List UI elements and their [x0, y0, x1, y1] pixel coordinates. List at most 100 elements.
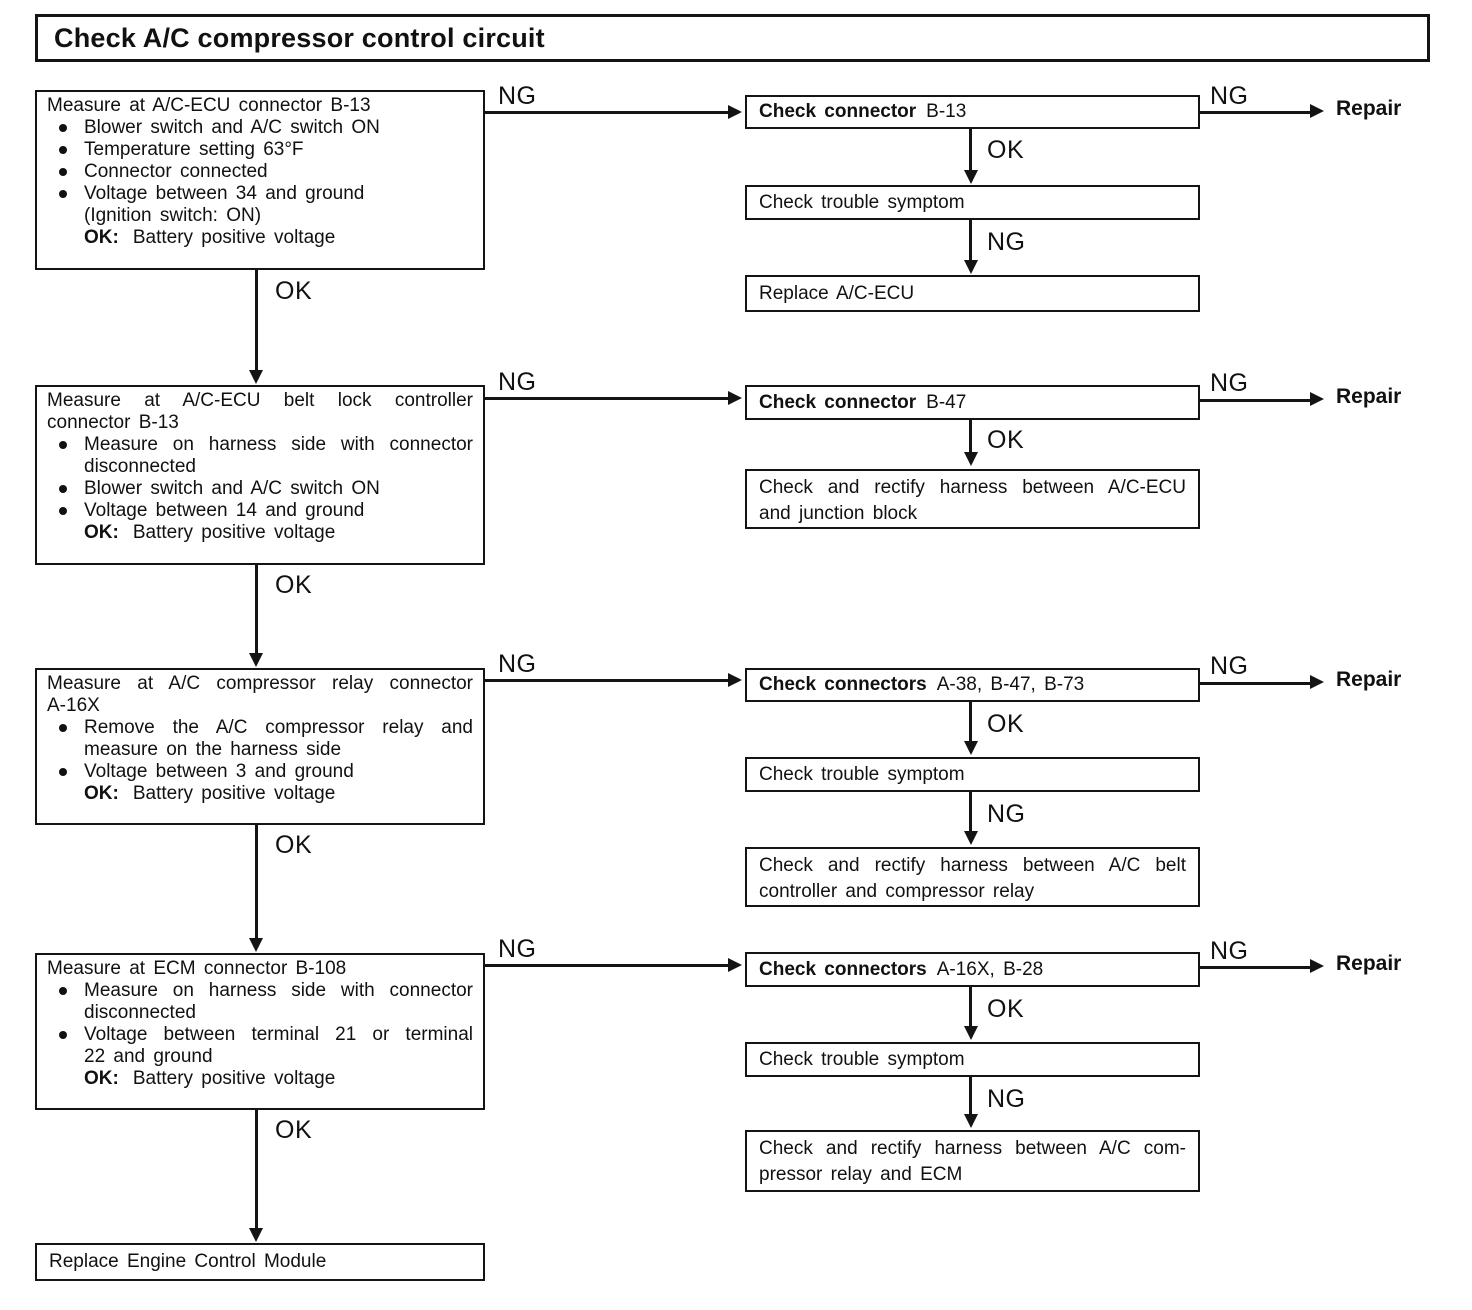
result-text: pressor relay and ECM — [759, 1164, 963, 1185]
replace-ac-ecu-box: Replace A/C-ECU — [745, 275, 1200, 312]
ng-line — [1200, 966, 1310, 969]
rectify-harness-box-4: Check and rectify harness between A/C co… — [745, 1130, 1200, 1192]
ng-line — [1200, 399, 1310, 402]
check-connector-bold: Check connectors — [759, 958, 927, 980]
bullet-text: Voltage between terminal 21 or terminal — [84, 1024, 473, 1045]
check-connector-box-2: Check connector B-47 — [745, 385, 1200, 420]
bullet-text: Voltage between 3 and ground — [84, 761, 354, 782]
bullet-text-cont: disconnected — [84, 1002, 196, 1023]
check-connector-box-4: Check connectors A-16X, B-28 — [745, 952, 1200, 987]
measure-heading: Measure at ECM connector B-108 — [47, 958, 347, 979]
bullet-text: Voltage between 34 and ground — [84, 183, 365, 204]
ng-line — [485, 964, 728, 967]
measure-heading: Measure at A/C compressor relay connecto… — [47, 673, 473, 694]
bullet-icon — [59, 768, 67, 776]
bullet-icon — [59, 124, 67, 132]
measure-heading: A-16X — [47, 695, 100, 716]
bullet-item: Blower switch and A/C switch ON — [47, 117, 473, 139]
bullet-text: Blower switch and A/C switch ON — [84, 117, 380, 138]
ok-label: OK — [275, 1116, 313, 1144]
ok-label: OK — [987, 710, 1025, 738]
ng-label: NG — [1210, 652, 1249, 680]
arrowhead-right-icon — [728, 673, 742, 687]
ng-label: NG — [498, 935, 537, 963]
measure-box-2: Measure at A/C-ECU belt lock controller … — [35, 385, 485, 565]
final-text: Replace Engine Control Module — [49, 1251, 327, 1272]
measure-box-4: Measure at ECM connector B-108 Measure o… — [35, 953, 485, 1110]
replace-ecm-box: Replace Engine Control Module — [35, 1243, 485, 1281]
ok-condition-text: Battery positive voltage — [132, 227, 336, 248]
result-text: and junction block — [759, 503, 918, 524]
ok-line — [969, 420, 972, 452]
check-connector-id: B-13 — [926, 101, 967, 122]
ok-condition-text: Battery positive voltage — [132, 1068, 336, 1089]
bullet-icon — [59, 146, 67, 154]
check-connector-id: A-38, B-47, B-73 — [936, 674, 1085, 695]
arrowhead-right-icon — [1310, 675, 1324, 689]
bullet-icon — [59, 168, 67, 176]
bullet-icon — [59, 987, 67, 995]
bullet-icon — [59, 190, 67, 198]
check-connector-id: B-47 — [926, 391, 967, 413]
ng-line — [1200, 111, 1310, 114]
ok-label: OK — [987, 995, 1025, 1023]
ok-condition-label: OK: — [84, 1068, 119, 1089]
bullet-icon — [59, 507, 67, 515]
measure-heading: Measure at A/C-ECU belt lock controller — [47, 390, 473, 411]
bullet-item: Voltage between terminal 21 or terminal … — [47, 1024, 473, 1068]
ng-line — [1200, 682, 1310, 685]
result-text: Replace A/C-ECU — [759, 282, 915, 304]
arrowhead-right-icon — [1310, 392, 1324, 406]
ng-label: NG — [1210, 369, 1249, 397]
ok-condition-text: Battery positive voltage — [132, 522, 336, 543]
arrowhead-down-icon — [964, 831, 978, 845]
trouble-symptom-text: Check trouble symptom — [759, 191, 965, 213]
ng-label: NG — [1210, 937, 1249, 965]
arrowhead-down-icon — [249, 370, 263, 384]
ng-label: NG — [987, 1085, 1026, 1113]
check-connector-bold: Check connectors — [759, 674, 927, 695]
bullet-item: Connector connected — [47, 161, 473, 183]
arrowhead-down-icon — [249, 653, 263, 667]
ng-line — [969, 792, 972, 831]
bullet-text: Connector connected — [84, 161, 268, 182]
arrowhead-down-icon — [964, 170, 978, 184]
bullet-item: Measure on harness side with connector d… — [47, 434, 473, 478]
bullet-icon — [59, 724, 67, 732]
rectify-harness-box-2: Check and rectify harness between A/C-EC… — [745, 469, 1200, 529]
bullet-item: Temperature setting 63°F — [47, 139, 473, 161]
bullet-text: Voltage between 14 and ground — [84, 500, 365, 521]
page-title: Check A/C compressor control circuit — [54, 22, 545, 53]
arrowhead-right-icon — [728, 105, 742, 119]
trouble-symptom-text: Check trouble symptom — [759, 763, 965, 785]
arrowhead-down-icon — [964, 452, 978, 466]
arrowhead-right-icon — [728, 958, 742, 972]
arrowhead-right-icon — [1310, 959, 1324, 973]
ng-line — [485, 111, 728, 114]
bullet-text: Measure on harness side with connector — [84, 980, 473, 1001]
trouble-symptom-box-3: Check trouble symptom — [745, 757, 1200, 792]
bullet-item: Blower switch and A/C switch ON — [47, 478, 473, 500]
arrowhead-down-icon — [964, 260, 978, 274]
bullet-text: Blower switch and A/C switch ON — [84, 478, 380, 499]
ng-label: NG — [498, 650, 537, 678]
ng-label: NG — [987, 228, 1026, 256]
result-text: Check and rectify harness between A/C be… — [759, 855, 1186, 876]
ok-line — [969, 987, 972, 1026]
bullet-text-cont: measure on the harness side — [84, 739, 342, 760]
result-text: Check and rectify harness between A/C co… — [759, 1138, 1186, 1159]
ng-label: NG — [498, 368, 537, 396]
result-text: controller and compressor relay — [759, 881, 1035, 902]
ok-condition-label: OK: — [84, 783, 119, 804]
ok-line — [255, 1110, 258, 1228]
rectify-harness-box-3: Check and rectify harness between A/C be… — [745, 847, 1200, 907]
ok-label: OK — [275, 831, 313, 859]
repair-label: Repair — [1336, 668, 1402, 691]
measure-box-3: Measure at A/C compressor relay connecto… — [35, 668, 485, 825]
arrowhead-down-icon — [964, 741, 978, 755]
bullet-item: Measure on harness side with connector d… — [47, 980, 473, 1024]
measure-heading: connector B-13 — [47, 412, 179, 433]
ok-condition-label: OK: — [84, 522, 119, 543]
trouble-symptom-text: Check trouble symptom — [759, 1048, 965, 1070]
